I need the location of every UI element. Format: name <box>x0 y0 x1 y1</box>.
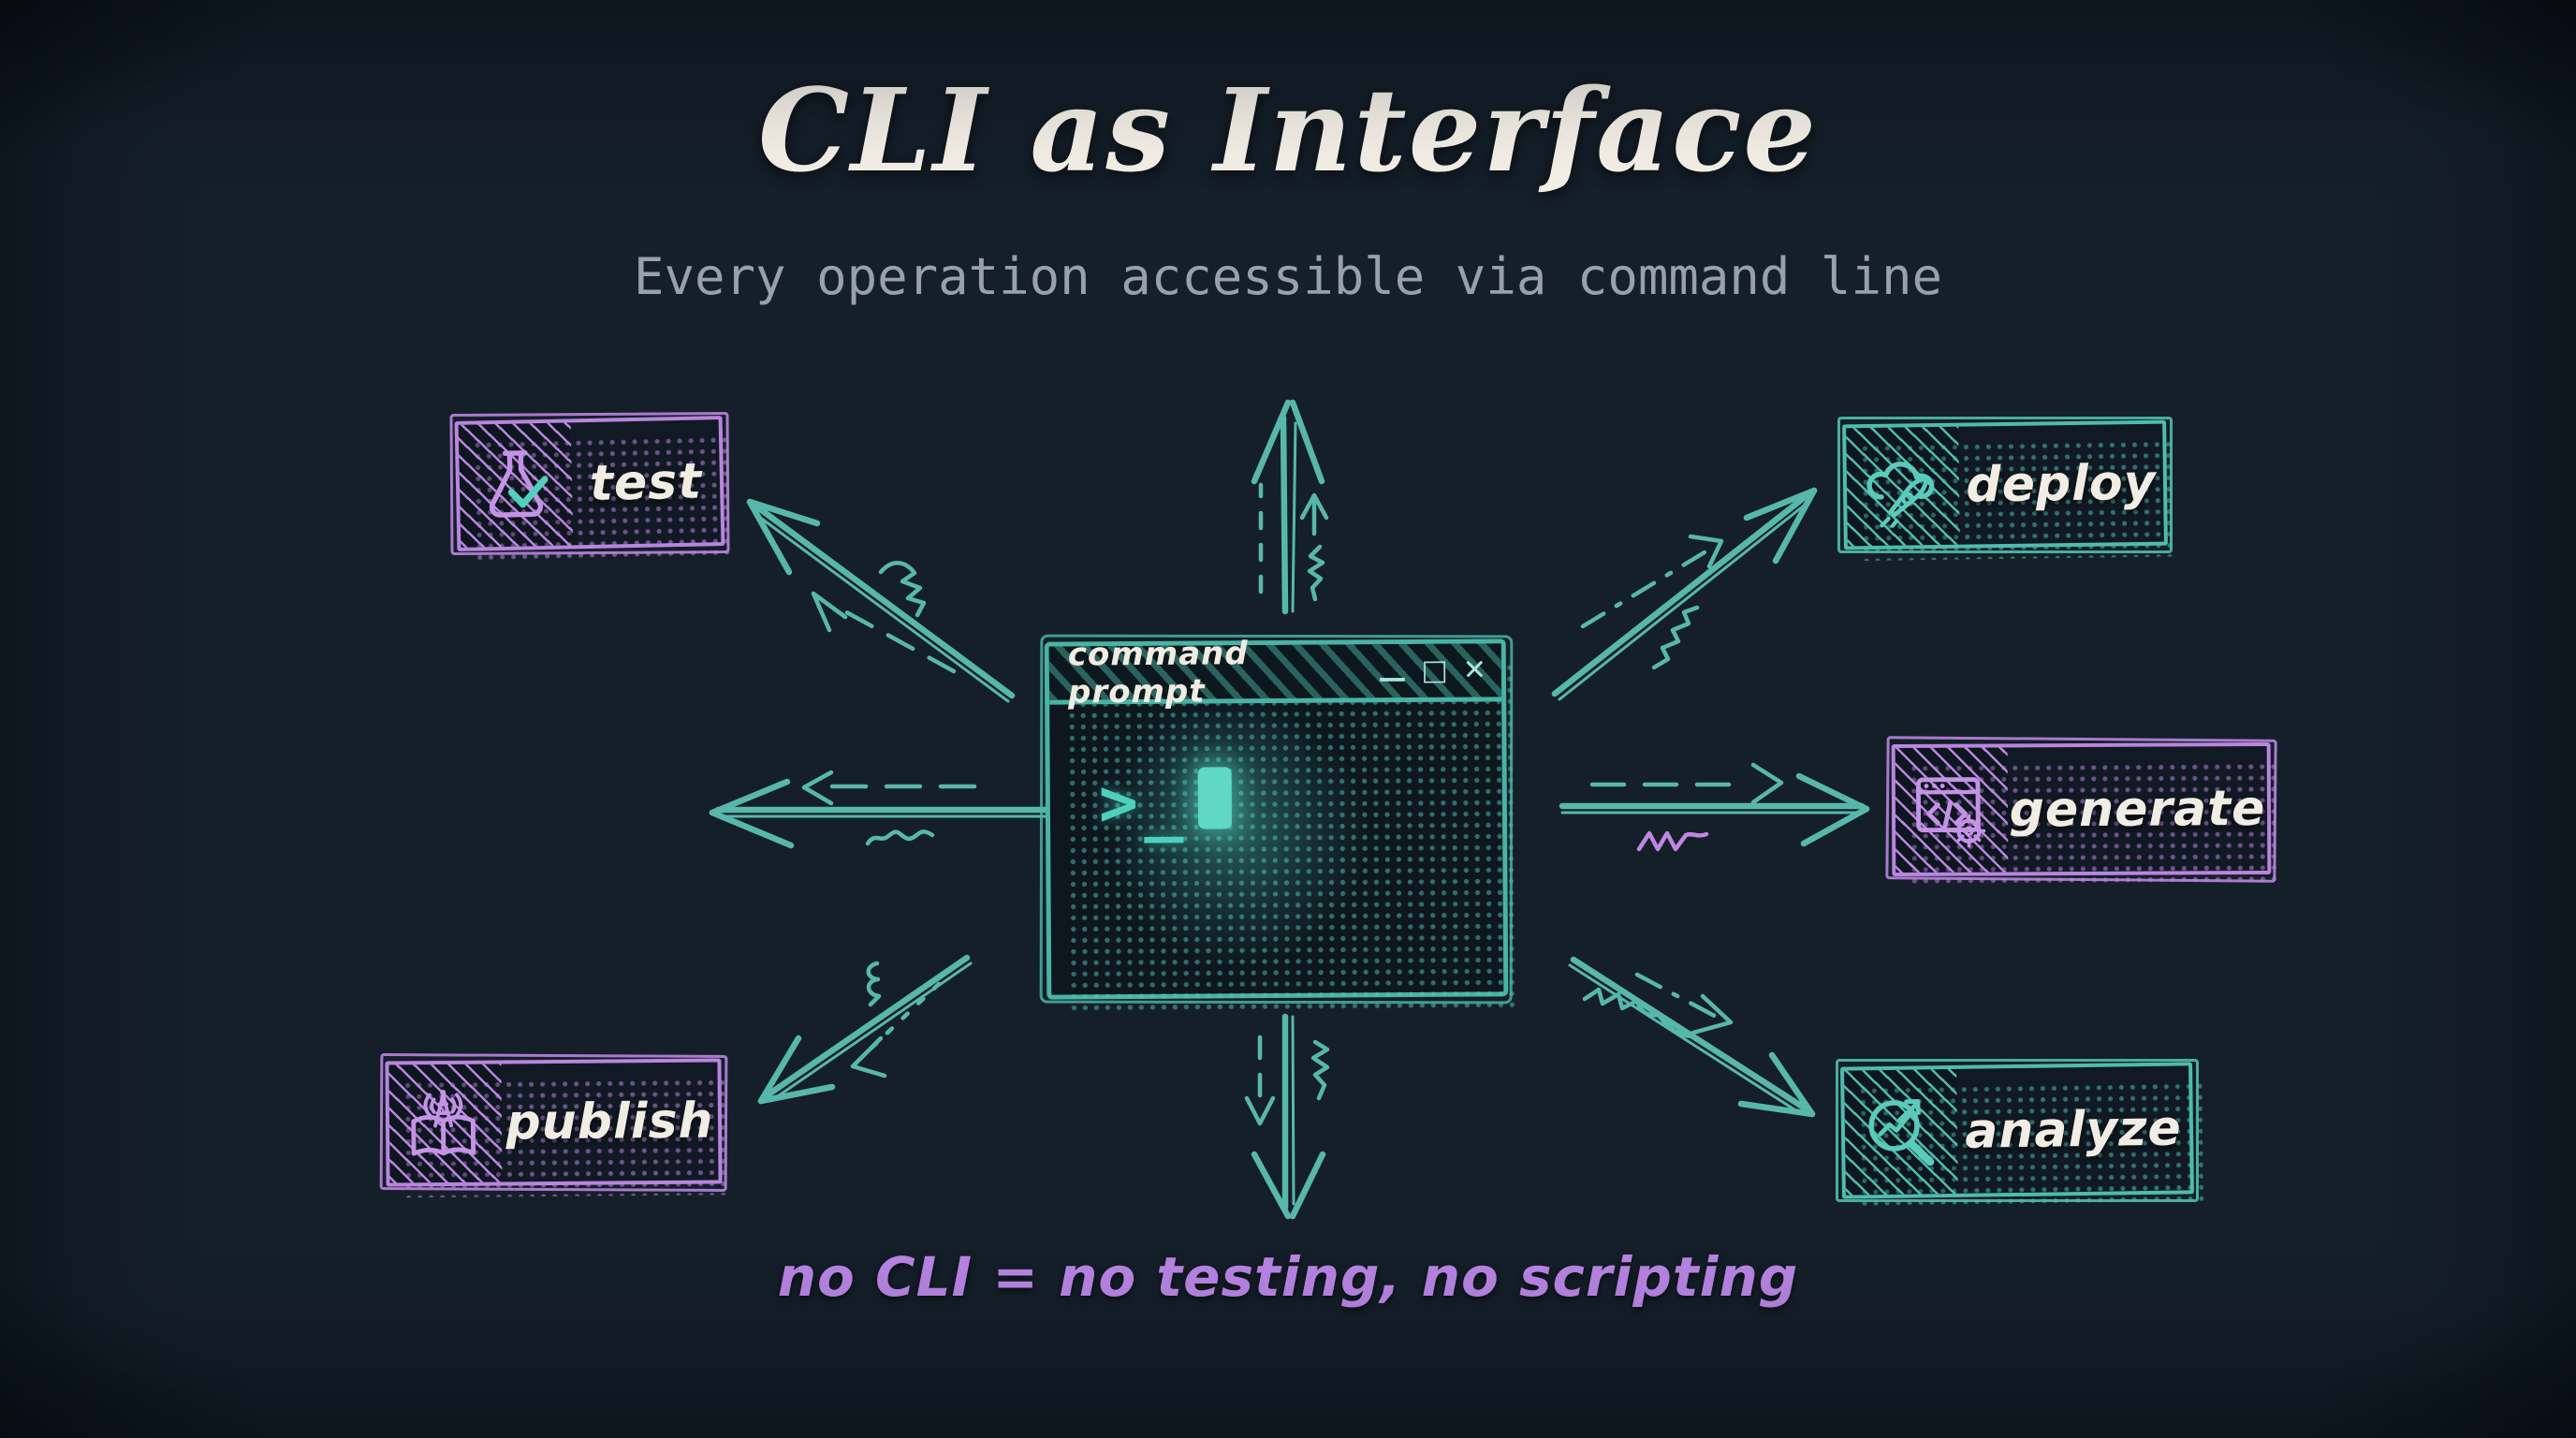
maximize-icon: □ <box>1421 653 1448 687</box>
node-deploy-label: deploy <box>1965 454 2157 514</box>
arrow-to-generate <box>1559 762 1870 852</box>
arrow-left <box>709 770 1065 849</box>
terminal-body: > _ <box>1049 701 1503 990</box>
terminal-titlebar: command prompt — □ ✕ <box>1048 635 1502 711</box>
node-test: test <box>454 416 725 551</box>
prompt-row: > _ <box>1049 701 1502 844</box>
book-antenna-icon <box>388 1064 503 1183</box>
arrow-down <box>1244 1013 1330 1220</box>
arrow-to-publish <box>757 954 973 1105</box>
flask-check-icon <box>458 422 574 548</box>
cloud-rocket-icon <box>1846 426 1960 547</box>
node-analyze-label: analyze <box>1964 1100 2183 1160</box>
terminal-window: command prompt — □ ✕ > _ <box>1044 635 1509 1000</box>
arrow-to-deploy <box>1551 487 1818 701</box>
terminal-cursor <box>1197 767 1233 829</box>
terminal-title: command prompt <box>1067 634 1249 712</box>
prompt-underscore: _ <box>1143 766 1184 844</box>
magnifier-chart-icon <box>1844 1068 1958 1196</box>
footnote: no CLI = no testing, no scripting <box>777 1245 1799 1309</box>
arrow-up <box>1251 399 1329 615</box>
node-publish-label: publish <box>505 1093 714 1152</box>
node-generate: generate <box>1891 741 2272 877</box>
arrow-to-test <box>746 498 1016 703</box>
minimize-icon: — <box>1378 661 1407 695</box>
node-generate-label: generate <box>2009 780 2266 838</box>
code-window-gear-icon <box>1895 747 2009 873</box>
node-deploy: deploy <box>1842 419 2168 550</box>
node-test-label: test <box>589 452 703 512</box>
arrow-to-analyze <box>1568 956 1816 1118</box>
prompt-chevron-icon: > <box>1098 764 1139 842</box>
close-icon: ✕ <box>1462 653 1487 687</box>
window-controls: — □ ✕ <box>1378 653 1487 695</box>
node-publish: publish <box>385 1058 723 1187</box>
node-analyze: analyze <box>1840 1062 2194 1199</box>
